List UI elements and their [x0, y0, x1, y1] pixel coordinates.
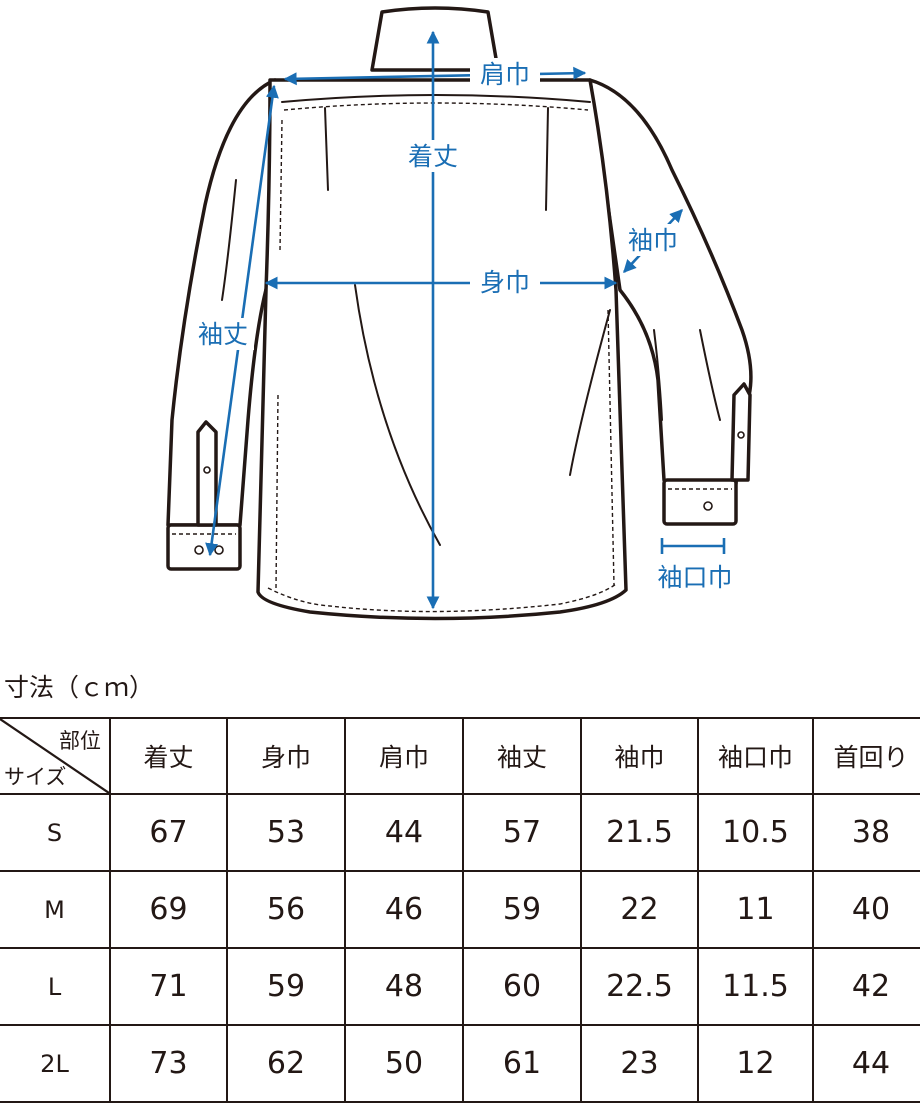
corner-bottom-label: サイズ: [4, 765, 67, 789]
label-kitake: 着丈: [408, 142, 458, 171]
value-cell: 23: [580, 1024, 699, 1103]
value-cell: 57: [462, 793, 582, 872]
value-cell: 44: [344, 793, 464, 872]
measure-kitake: 着丈: [402, 30, 464, 610]
value-cell: 67: [109, 793, 228, 872]
value-cell: 48: [344, 947, 464, 1026]
label-sodeguchi: 袖口巾: [657, 563, 732, 592]
value-cell: 42: [812, 947, 920, 1026]
label-mihaba: 身巾: [480, 268, 530, 297]
header-kitake: 着丈: [109, 717, 228, 795]
value-cell: 12: [697, 1024, 814, 1103]
measure-sodetake: 袖丈: [192, 84, 279, 557]
value-cell: 59: [226, 947, 346, 1026]
table-caption: 寸法（ｃｍ）: [4, 673, 155, 702]
label-katahaba: 肩巾: [480, 60, 530, 89]
value-cell: 40: [812, 870, 920, 949]
header-kubimawari: 首回り: [812, 717, 920, 795]
value-cell: 59: [462, 870, 582, 949]
header-sodetake: 袖丈: [462, 717, 582, 795]
value-cell: 38: [812, 793, 920, 872]
header-mihaba: 身巾: [226, 717, 346, 795]
table-row: L 71 59 48 60 22.5 11.5 42: [0, 947, 920, 1026]
value-cell: 73: [109, 1024, 228, 1103]
value-cell: 22.5: [580, 947, 699, 1026]
measure-mihaba: 身巾: [264, 266, 618, 298]
table-row: S 67 53 44 57 21.5 10.5 38: [0, 793, 920, 872]
size-label: 2L: [0, 1024, 111, 1103]
size-label: M: [0, 870, 111, 949]
value-cell: 62: [226, 1024, 346, 1103]
measure-sodehaba: 袖巾: [622, 209, 684, 273]
value-cell: 22: [580, 870, 699, 949]
value-cell: 50: [344, 1024, 464, 1103]
header-katahaba: 肩巾: [344, 717, 464, 795]
value-cell: 60: [462, 947, 582, 1026]
shirt-back-illustration: [166, 6, 753, 621]
size-label: S: [0, 793, 111, 872]
measure-sodeguchi: 袖口巾: [657, 538, 733, 592]
corner-cell: 部位 サイズ: [0, 717, 111, 795]
table-row: 2L 73 62 50 61 23 12 44: [0, 1024, 920, 1103]
label-sodehaba: 袖巾: [628, 226, 678, 255]
value-cell: 53: [226, 793, 346, 872]
label-sodetake: 袖丈: [198, 320, 248, 349]
value-cell: 71: [109, 947, 228, 1026]
table-header-row: 部位 サイズ 着丈 身巾 肩巾 袖丈 袖巾 袖口巾 首回り: [0, 717, 920, 795]
value-cell: 69: [109, 870, 228, 949]
size-table: 部位 サイズ 着丈 身巾 肩巾 袖丈 袖巾 袖口巾 首回り S 67 53 44…: [0, 717, 920, 1103]
value-cell: 56: [226, 870, 346, 949]
value-cell: 61: [462, 1024, 582, 1103]
corner-top-label: 部位: [59, 729, 101, 753]
value-cell: 21.5: [580, 793, 699, 872]
measure-katahaba: 肩巾: [283, 58, 587, 90]
value-cell: 46: [344, 870, 464, 949]
size-label: L: [0, 947, 111, 1026]
header-sodeguchi: 袖口巾: [697, 717, 814, 795]
corner-diagonal: [0, 719, 109, 793]
header-sodehaba: 袖巾: [580, 717, 699, 795]
value-cell: 44: [812, 1024, 920, 1103]
value-cell: 11.5: [697, 947, 814, 1026]
shirt-measurement-diagram: 肩巾 着丈 身巾 袖巾 袖丈 袖口巾: [166, 6, 753, 621]
value-cell: 10.5: [697, 793, 814, 872]
table-row: M 69 56 46 59 22 11 40: [0, 870, 920, 949]
value-cell: 11: [697, 870, 814, 949]
